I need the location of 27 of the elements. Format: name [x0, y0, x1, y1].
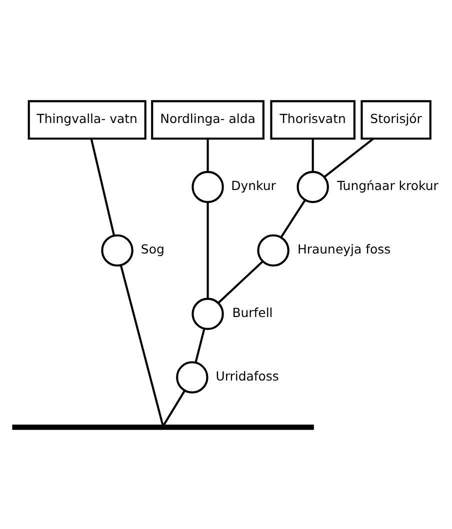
node-label: Tungńaar krokur	[336, 178, 438, 193]
connector	[90, 138, 115, 236]
node-circle	[191, 170, 224, 203]
connector	[217, 260, 263, 304]
node-circle	[100, 234, 133, 266]
node-box: Storisjór	[360, 100, 431, 140]
connector	[206, 138, 208, 172]
node-label: Dynkur	[230, 178, 276, 193]
node-circle	[191, 297, 224, 330]
node-box: Thingvalla- vatn	[27, 100, 146, 140]
node-label: Burfell	[232, 304, 272, 320]
connector	[119, 264, 164, 426]
node-circle	[296, 170, 328, 203]
node-label: Sog	[140, 241, 164, 256]
connector	[206, 202, 208, 298]
node-bar	[12, 424, 314, 430]
connector	[323, 137, 374, 178]
node-circle	[256, 234, 289, 266]
node-circle	[176, 360, 208, 393]
node-label: Urridafoss	[215, 368, 278, 384]
node-box: Thorisvatn	[270, 100, 355, 140]
connector	[280, 199, 306, 238]
node-box: Nordlinga- alda	[150, 100, 264, 140]
connector	[311, 138, 314, 172]
node-label: Hrauneyja foss	[297, 241, 390, 256]
connector	[162, 390, 185, 426]
connector	[194, 328, 205, 362]
